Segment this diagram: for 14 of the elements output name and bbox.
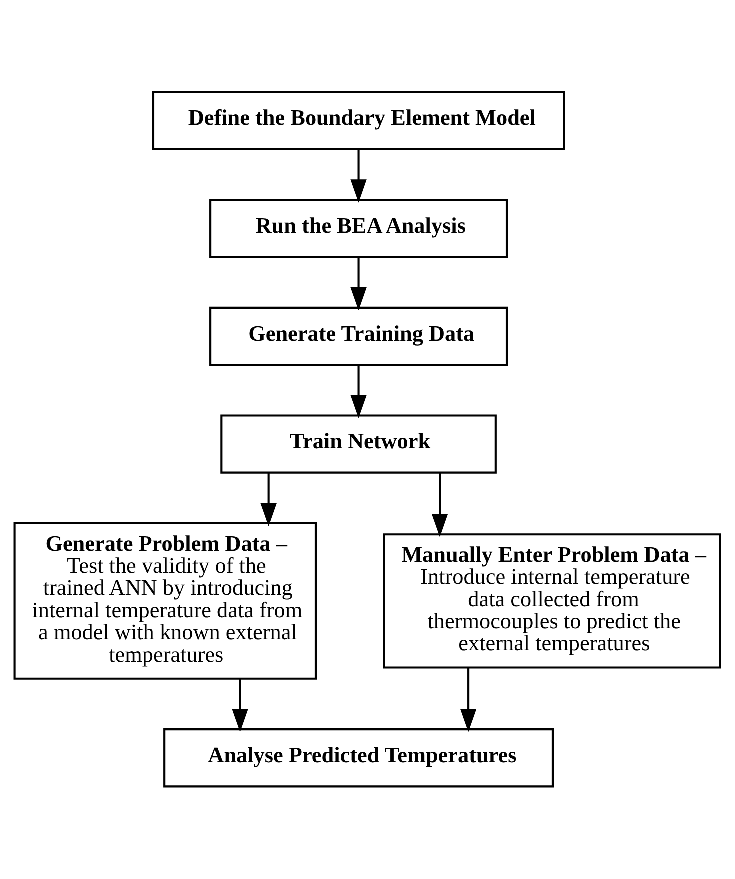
arrow — [350, 365, 367, 418]
node-box: Generate Problem Data – Test the validity of the trained ANN by introducing internal temperature data from a model with known external temperatures — [14, 522, 317, 680]
node-box: Analyse Predicted Temperatures — [164, 728, 554, 788]
arrow — [232, 679, 248, 732]
node-box: Run the BEA Analysis — [210, 199, 508, 258]
arrow — [432, 473, 448, 538]
arrow — [350, 258, 367, 311]
arrow — [460, 668, 477, 732]
node-box: Train Network — [220, 414, 497, 474]
node-box: Manually Enter Problem Data – Introduce internal temperature data collected from thermocouples to predict the external temperatures — [383, 534, 722, 669]
node-box: Generate Training Data — [210, 306, 508, 366]
node-box: Define the Boundary Element Model — [152, 91, 566, 150]
arrow — [350, 150, 367, 203]
arrow — [260, 473, 277, 527]
